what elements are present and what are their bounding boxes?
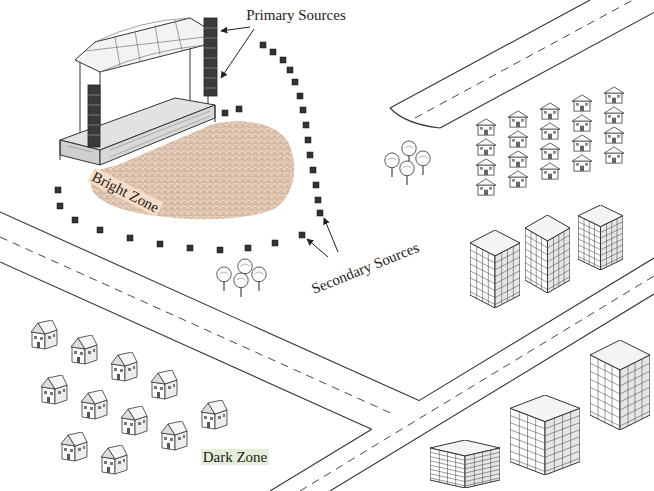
speaker-stack — [88, 18, 217, 147]
apartment-blocks — [430, 205, 650, 488]
zone-name: Bright Zone — [87, 167, 163, 216]
bright-zone-region: Bright Zone — [78, 88, 310, 230]
stage — [60, 18, 215, 165]
source-label: Primary Sources — [244, 7, 348, 23]
zone-name-wrap: Bright Zone — [87, 166, 164, 217]
secondary-speakers — [55, 42, 323, 253]
zone-name-wrap: Dark Zone — [201, 448, 270, 466]
bright-zone-region-outline — [78, 88, 310, 230]
zone-name: Dark Zone — [201, 449, 270, 465]
dark-zone-region-shape — [12, 5, 654, 491]
source-label-wrap: Primary Sources — [244, 6, 348, 24]
bright-zone-region-shape — [82, 117, 303, 223]
house-grid — [476, 87, 624, 195]
tree-cluster — [217, 141, 430, 297]
source-label-wrap: Secondary Sources — [307, 237, 424, 298]
leader-arrows — [221, 27, 338, 257]
source-label: Secondary Sources — [307, 238, 423, 297]
villa-cluster — [31, 320, 227, 474]
